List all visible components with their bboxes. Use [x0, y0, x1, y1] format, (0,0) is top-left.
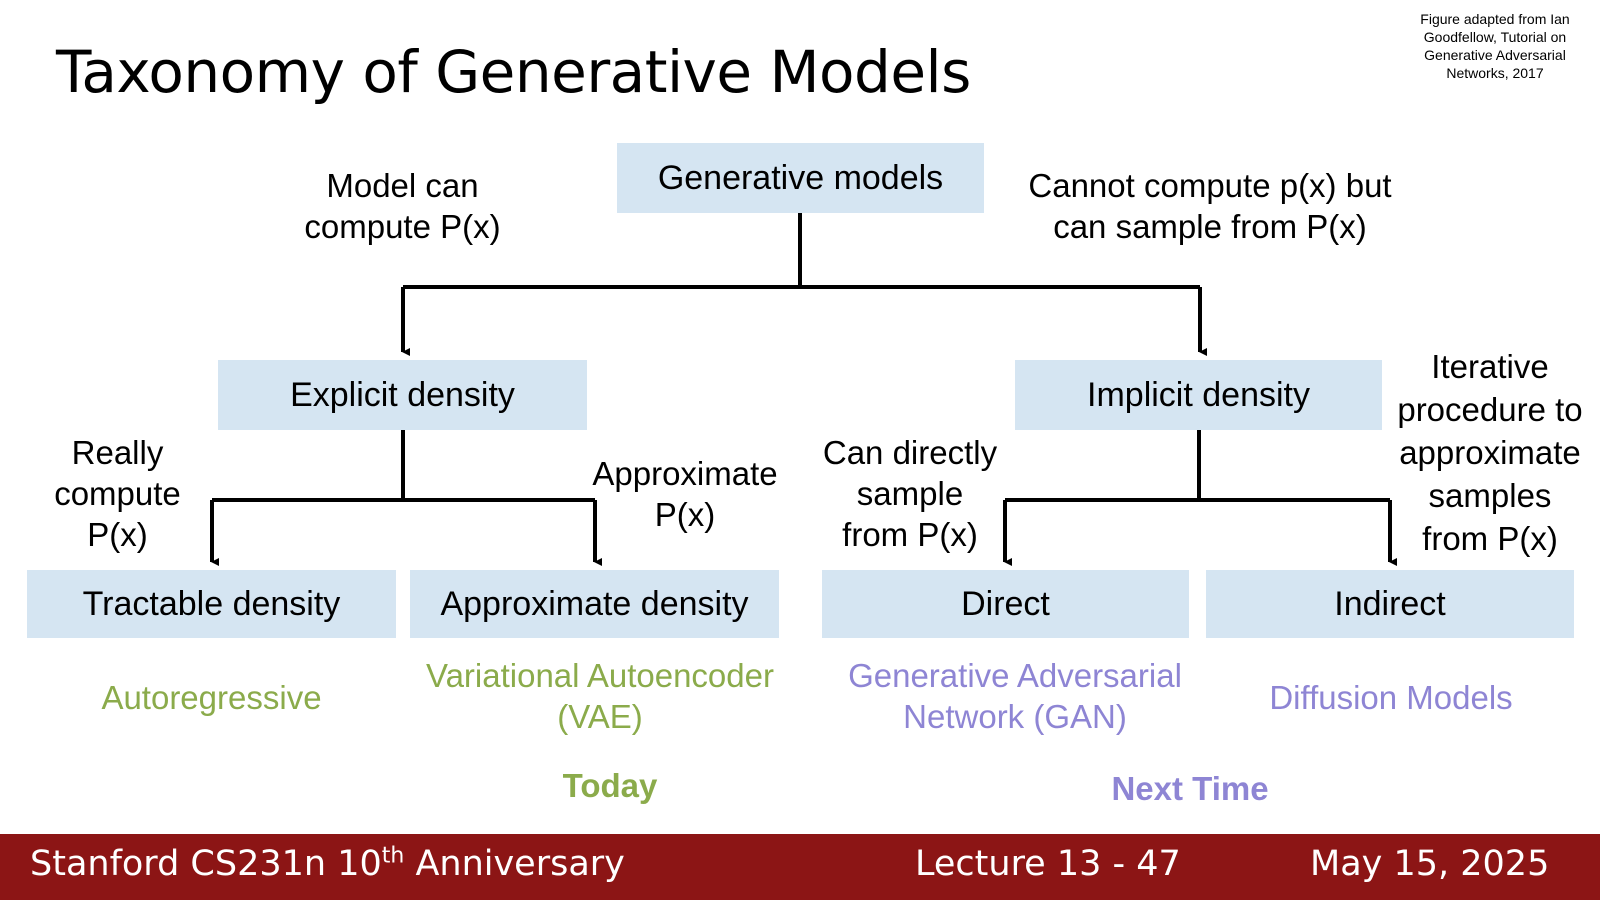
- model-vae: Variational Autoencoder (VAE): [395, 655, 805, 737]
- note-line: Model can: [326, 167, 479, 204]
- note-line: compute P(x): [304, 208, 501, 245]
- footer-course-sup: th: [381, 843, 405, 869]
- label-next-time: Next Time: [1111, 770, 1269, 807]
- footer-course-prefix: Stanford CS231n 10: [30, 844, 382, 884]
- model-gan: Generative Adversarial Network (GAN): [810, 655, 1220, 737]
- footer-course: Stanford CS231n 10th Anniversary: [30, 844, 625, 884]
- model-line: Variational Autoencoder: [426, 657, 774, 694]
- model-line: Network (GAN): [903, 698, 1127, 735]
- note-line: P(x): [87, 516, 148, 553]
- note-line: Iterative: [1431, 348, 1549, 385]
- footer-date: May 15, 2025: [1310, 844, 1550, 884]
- note-model-can-compute: Model can compute P(x): [270, 165, 535, 247]
- note-line: can sample from P(x): [1053, 208, 1367, 245]
- model-autoregressive: Autoregressive: [101, 679, 322, 716]
- node-implicit-density: Implicit density: [1015, 360, 1382, 430]
- credit-line: Goodfellow, Tutorial on: [1423, 29, 1567, 45]
- node-explicit-density: Explicit density: [218, 360, 587, 430]
- note-line: Really: [71, 434, 164, 471]
- slide-title: Taxonomy of Generative Models: [56, 38, 971, 106]
- credit-line: Figure adapted from Ian: [1420, 11, 1570, 27]
- node-tractable-density: Tractable density: [27, 570, 396, 638]
- note-iterative-procedure: Iterative procedure to approximate sampl…: [1385, 345, 1595, 560]
- node-indirect: Indirect: [1206, 570, 1574, 638]
- note-line: from P(x): [1422, 520, 1558, 557]
- note-line: P(x): [654, 496, 716, 533]
- tree-connectors: [210, 213, 1397, 566]
- footer-bar: Stanford CS231n 10th Anniversary Lecture…: [0, 834, 1600, 900]
- note-line: approximate: [1399, 434, 1581, 471]
- node-approximate-density: Approximate density: [410, 570, 779, 638]
- note-approximate-px: Approximate P(x): [580, 453, 790, 535]
- model-line: Generative Adversarial: [848, 657, 1182, 694]
- node-direct: Direct: [822, 570, 1189, 638]
- model-line: (VAE): [557, 698, 643, 735]
- note-line: procedure to: [1397, 391, 1583, 428]
- label-today: Today: [562, 767, 658, 804]
- note-line: Approximate: [592, 455, 778, 492]
- note-line: from P(x): [842, 516, 978, 553]
- figure-credit: Figure adapted from Ian Goodfellow, Tuto…: [1395, 10, 1595, 82]
- note-line: Cannot compute p(x) but: [1028, 167, 1392, 204]
- footer-course-suffix: Anniversary: [404, 844, 625, 884]
- note-line: sample: [856, 475, 964, 512]
- credit-line: Generative Adversarial: [1424, 47, 1566, 63]
- note-line: Can directly: [822, 434, 998, 471]
- note-line: compute: [54, 475, 181, 512]
- node-generative-models: Generative models: [617, 143, 984, 213]
- footer-lecture: Lecture 13 - 47: [915, 844, 1181, 884]
- note-cannot-compute: Cannot compute p(x) but can sample from …: [1000, 165, 1420, 247]
- note-line: samples: [1428, 477, 1552, 514]
- note-can-directly-sample: Can directly sample from P(x): [810, 432, 1010, 555]
- model-diffusion: Diffusion Models: [1269, 679, 1513, 716]
- credit-line: Networks, 2017: [1446, 65, 1544, 81]
- note-really-compute: Really compute P(x): [40, 432, 195, 555]
